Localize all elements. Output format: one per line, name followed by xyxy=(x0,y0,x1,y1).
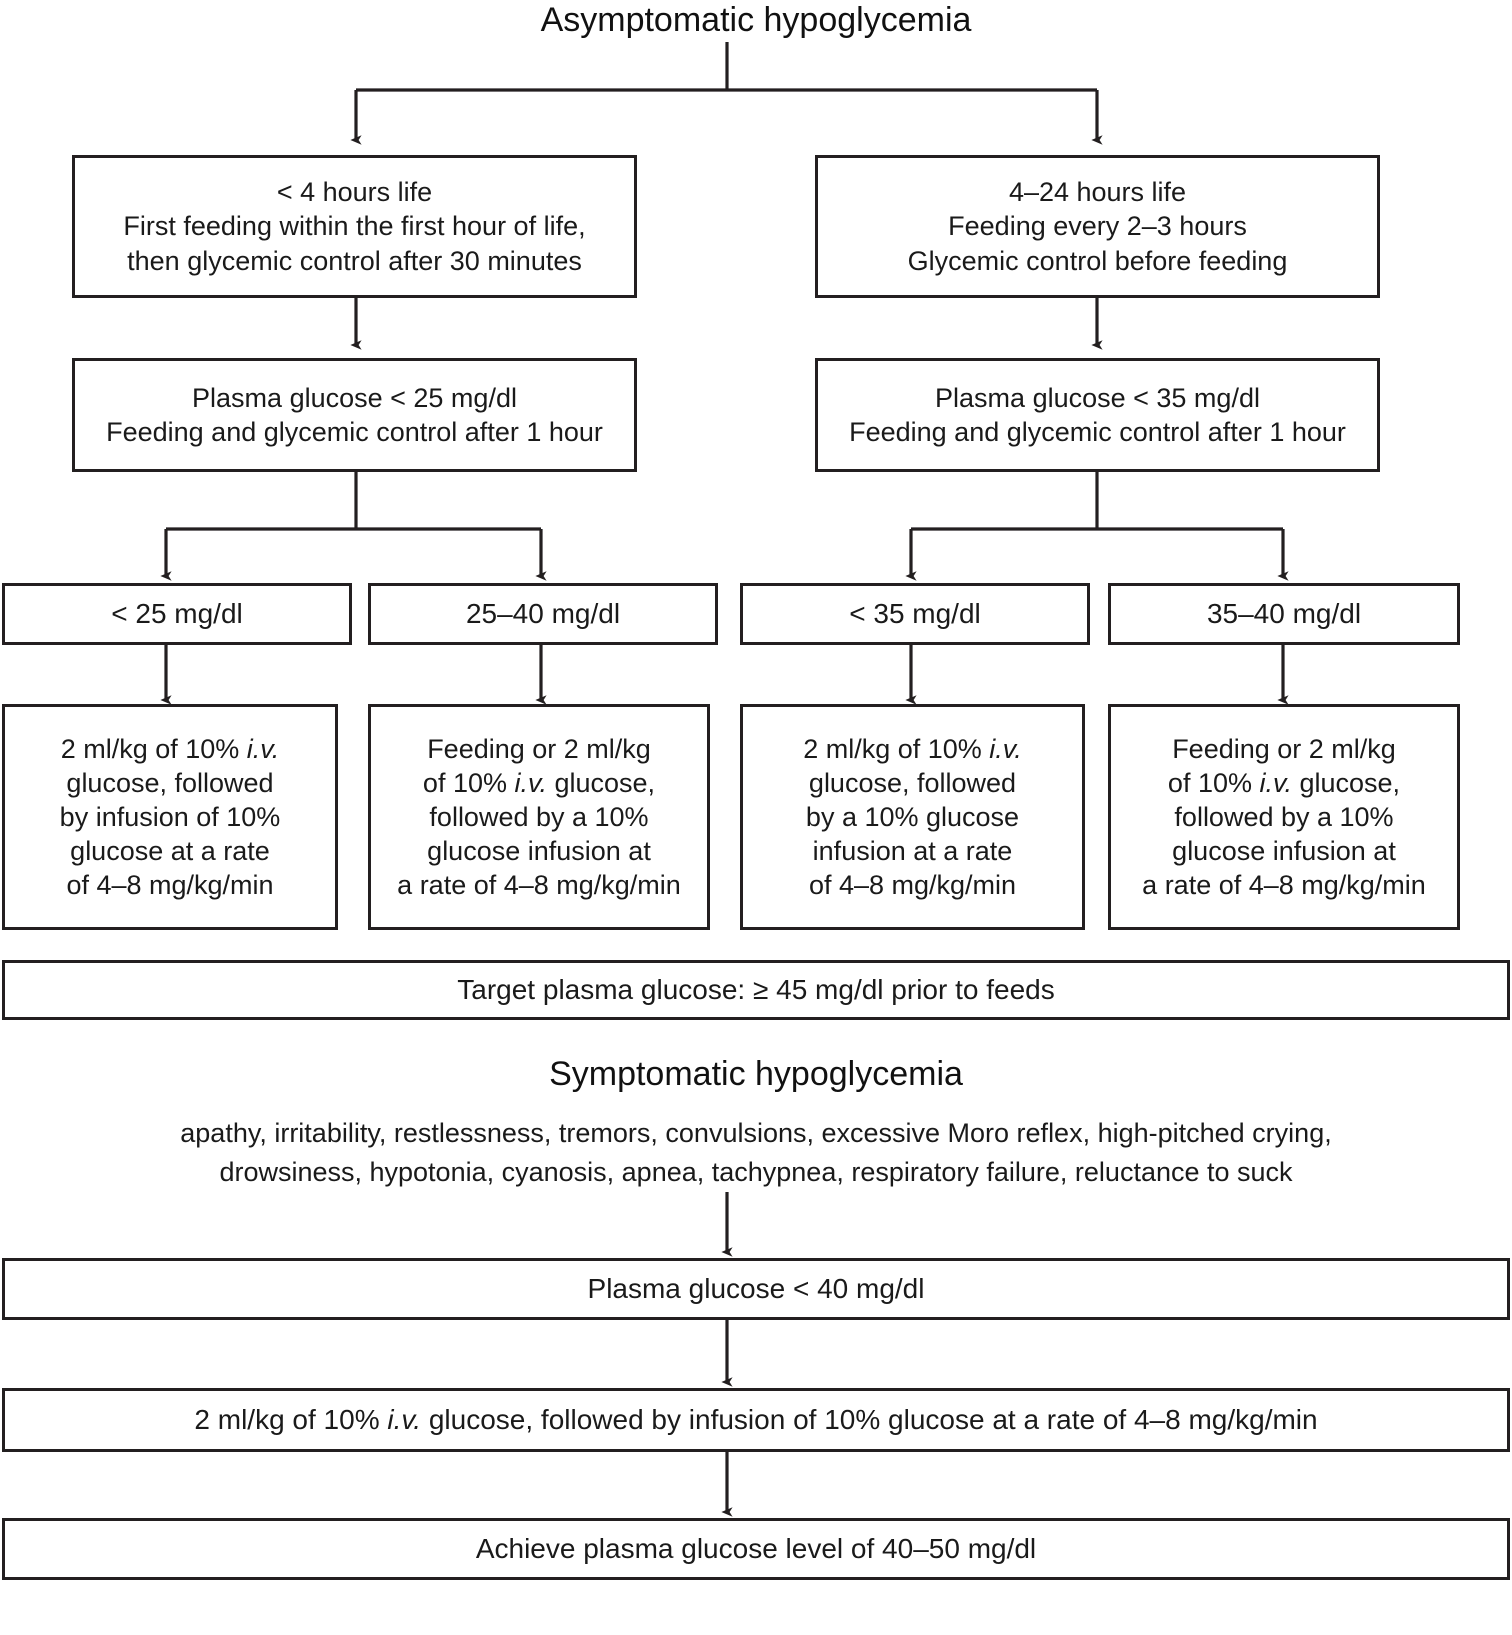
symptom-list-line2: drowsiness, hypotonia, cyanosis, apnea, … xyxy=(219,1157,1293,1188)
box-left-age: < 4 hours life First feeding within the … xyxy=(72,155,637,298)
box-right-age: 4–24 hours life Feeding every 2–3 hours … xyxy=(815,155,1380,298)
box-symptomatic-plasma-glucose: Plasma glucose < 40 mg/dl xyxy=(2,1258,1510,1320)
threshold-1-label: < 25 mg/dl xyxy=(111,598,243,630)
left-plasma-line2: Feeding and glycemic control after 1 hou… xyxy=(106,417,603,447)
box-right-plasma-glucose: Plasma glucose < 35 mg/dl Feeding and gl… xyxy=(815,358,1380,472)
right-plasma-line2: Feeding and glycemic control after 1 hou… xyxy=(849,417,1346,447)
box-threshold-3: < 35 mg/dl xyxy=(740,583,1090,645)
threshold-4-label: 35–40 mg/dl xyxy=(1206,598,1362,630)
symptomatic-achieve-label: Achieve plasma glucose level of 40–50 mg… xyxy=(475,1533,1037,1565)
box-threshold-4: 35–40 mg/dl xyxy=(1108,583,1460,645)
left-plasma-line1: Plasma glucose < 25 mg/dl xyxy=(192,382,517,413)
threshold-2-label: 25–40 mg/dl xyxy=(465,598,621,630)
left-age-line2: First feeding within the first hour of l… xyxy=(123,211,586,242)
right-age-line1: 4–24 hours life xyxy=(1008,177,1187,208)
box-symptomatic-treatment: 2 ml/kg of 10% i.v. glucose, followed by… xyxy=(2,1388,1510,1452)
box-symptomatic-achieve: Achieve plasma glucose level of 40–50 mg… xyxy=(2,1518,1510,1580)
right-age-line2: Feeding every 2–3 hours xyxy=(948,211,1247,242)
target-label: Target plasma glucose: ≥ 45 mg/dl prior … xyxy=(457,974,1055,1006)
right-age-line3: Glycemic control before feeding xyxy=(907,245,1288,276)
symptom-list: apathy, irritability, restlessness, trem… xyxy=(0,1114,1512,1192)
box-target-plasma-glucose: Target plasma glucose: ≥ 45 mg/dl prior … xyxy=(2,960,1510,1020)
page-title-symptomatic: Symptomatic hypoglycemia xyxy=(549,1055,963,1093)
box-threshold-2: 25–40 mg/dl xyxy=(368,583,718,645)
box-threshold-1: < 25 mg/dl xyxy=(2,583,352,645)
right-plasma-line1: Plasma glucose < 35 mg/dl xyxy=(935,382,1260,413)
symptom-list-line1: apathy, irritability, restlessness, trem… xyxy=(180,1118,1332,1148)
symptomatic-plasma-label: Plasma glucose < 40 mg/dl xyxy=(587,1273,925,1305)
box-left-plasma-glucose: Plasma glucose < 25 mg/dl Feeding and gl… xyxy=(72,358,637,472)
left-age-line1: < 4 hours life xyxy=(276,177,433,208)
page-title-asymptomatic: Asymptomatic hypoglycemia xyxy=(540,1,972,39)
threshold-3-label: < 35 mg/dl xyxy=(849,598,981,630)
symptomatic-treatment-label: 2 ml/kg of 10% i.v. glucose, followed by… xyxy=(194,1404,1318,1436)
left-age-line3: then glycemic control after 30 minutes xyxy=(127,245,582,276)
